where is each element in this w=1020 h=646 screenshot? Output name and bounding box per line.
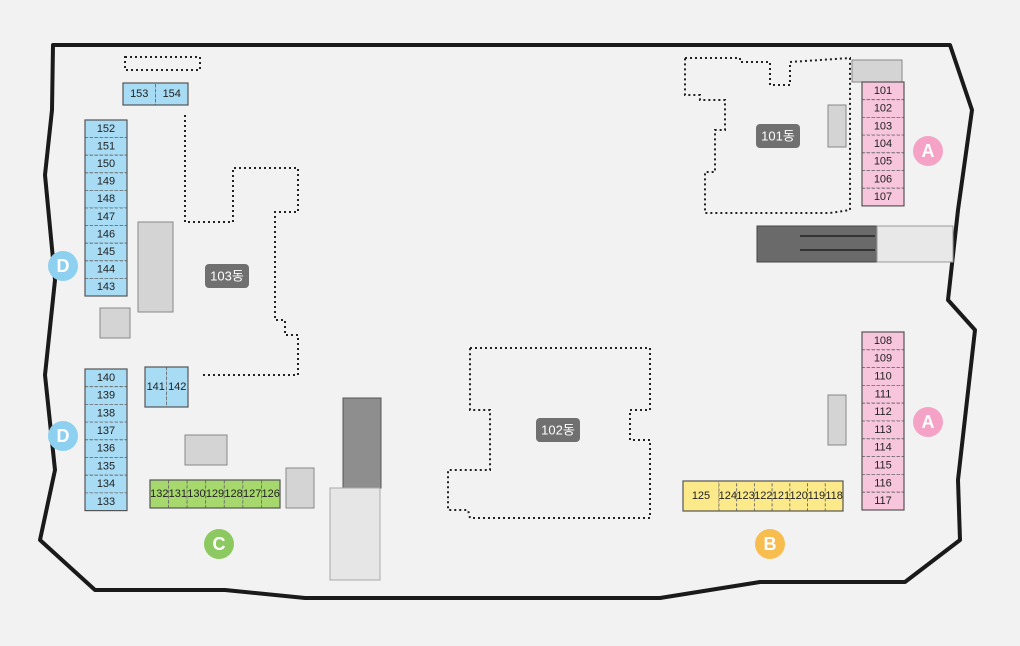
unit-label-118: 118 [825,490,843,502]
unit-label-106: 106 [874,173,892,185]
unit-label-114: 114 [874,442,892,454]
svg-text:102동: 102동 [541,423,575,438]
unit-group-d-top: 152 151 150 149 148 147 146 145 144 143 [84,119,128,297]
unit-label-137: 137 [97,425,115,437]
unit-label-115: 115 [874,460,892,472]
unit-label-104: 104 [874,138,892,150]
unit-group-d-bottom: 140 139 138 137 136 135 134 133 [84,368,128,512]
unit-label-151: 151 [97,140,115,152]
unit-label-121: 121 [772,490,790,502]
unit-group-a-top: 101 102 103 104 105 106 107 [861,81,905,207]
unit-label-141: 141 [147,381,165,393]
unit-label-125: 125 [692,490,710,502]
unit-label-136: 136 [97,443,115,455]
unit-label-149: 149 [97,176,115,188]
unit-label-117: 117 [874,495,892,507]
svg-text:A: A [922,412,935,432]
unit-label-119: 119 [808,490,826,502]
unit-layer: 1011021031041051061071081091101111121131… [84,81,905,512]
zone-markers: A A B C D D [48,136,943,559]
unit-label-132: 132 [150,488,168,500]
unit-group-border [149,479,281,509]
unit-label-139: 139 [97,390,115,402]
building-label-103[interactable]: 103동 [205,264,249,288]
unit-label-109: 109 [874,353,892,365]
unit-group-d-top-extra: 153 154 [122,82,189,106]
unit-label-128: 128 [224,488,242,500]
unit-label-153: 153 [130,88,148,100]
building-label-101[interactable]: 101동 [756,124,800,148]
service-structures [99,59,954,581]
unit-group-border [861,81,905,207]
building-labels: 101동 102동 103동 [205,124,800,442]
unit-label-110: 110 [874,371,892,383]
unit-label-152: 152 [97,123,115,135]
svg-text:B: B [764,534,777,554]
unit-label-138: 138 [97,407,115,419]
building-102-outline [447,347,651,519]
zone-marker-a-top[interactable]: A [913,136,943,166]
zone-marker-d-top[interactable]: D [48,251,78,281]
unit-label-150: 150 [97,158,115,170]
unit-group-border [144,366,189,408]
building-label-102[interactable]: 102동 [536,418,580,442]
unit-label-148: 148 [97,193,115,205]
unit-cell-125[interactable] [682,480,720,512]
unit-label-146: 146 [97,228,115,240]
unit-label-111: 111 [875,388,892,400]
building-101-outline [684,56,851,214]
svg-text:A: A [922,141,935,161]
unit-label-120: 120 [790,490,808,502]
svg-text:D: D [57,256,70,276]
unit-label-123: 123 [736,490,754,502]
unit-label-129: 129 [206,488,224,500]
zone-marker-d-bottom[interactable]: D [48,421,78,451]
unit-label-145: 145 [97,246,115,258]
unit-label-102: 102 [874,103,892,115]
unit-label-116: 116 [874,477,892,489]
svg-text:101동: 101동 [761,129,795,144]
zone-marker-a-bottom[interactable]: A [913,407,943,437]
unit-group-a-bottom: 108 109 110 111 112 113 114 115 116 117 [861,331,905,511]
unit-label-112: 112 [874,406,892,418]
unit-group-border [84,368,128,512]
unit-label-122: 122 [754,490,772,502]
unit-group-border [861,331,905,511]
unit-label-147: 147 [97,211,115,223]
svg-text:103동: 103동 [210,269,244,284]
unit-label-142: 142 [168,381,186,393]
unit-label-105: 105 [874,156,892,168]
unit-group-border [84,119,128,297]
unit-label-133: 133 [97,496,115,508]
unit-label-131: 131 [169,488,187,500]
unit-group-border [122,82,189,106]
unit-label-103: 103 [874,120,892,132]
unit-label-130: 130 [187,488,205,500]
unit-label-127: 127 [243,488,261,500]
unit-label-126: 126 [262,488,280,500]
unit-label-108: 108 [874,335,892,347]
unit-label-101: 101 [874,85,892,97]
building-103-outline [124,56,299,376]
unit-label-144: 144 [97,264,115,276]
svg-text:C: C [213,534,226,554]
unit-label-143: 143 [97,281,115,293]
unit-label-140: 140 [97,372,115,384]
unit-label-134: 134 [97,478,115,490]
unit-label-154: 154 [163,88,181,100]
site-boundary [38,43,977,600]
svg-text:D: D [57,426,70,446]
unit-label-135: 135 [97,460,115,472]
zone-marker-c[interactable]: C [204,529,234,559]
unit-label-124: 124 [719,490,737,502]
unit-group-border [682,480,844,512]
unit-label-113: 113 [874,424,892,436]
zone-marker-b[interactable]: B [755,529,785,559]
unit-label-107: 107 [874,191,892,203]
